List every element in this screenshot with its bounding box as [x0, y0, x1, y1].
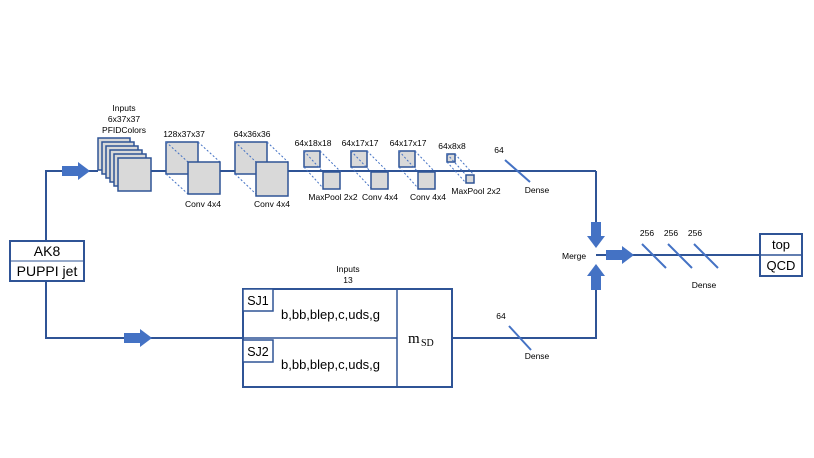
- subjet-1-features: b,bb,blep,c,uds,g: [281, 307, 380, 322]
- merge-label: Merge: [562, 251, 586, 261]
- cnn-layer-3-op: MaxPool 2x2: [308, 192, 357, 202]
- cnn-layer-4-op: Conv 4x4: [362, 192, 398, 202]
- feature-dense-label: Dense: [525, 351, 550, 361]
- features-to-merge-line: [452, 287, 597, 339]
- cnn-layer-2-dims: 64x36x36: [234, 129, 271, 139]
- cnn-layer-2-op: Conv 4x4: [254, 199, 290, 209]
- cnn-layer-1-dims: 128x37x37: [163, 129, 205, 139]
- subjet-2-features: b,bb,blep,c,uds,g: [281, 357, 380, 372]
- cnn-dense: 64 Dense: [494, 145, 549, 195]
- cnn-layer-5-op: Conv 4x4: [410, 192, 446, 202]
- cnn-layer-3: 64x18x18 MaxPool 2x2: [295, 138, 358, 202]
- cnn-layer-3-dims: 64x18x18: [295, 138, 332, 148]
- merge-down-arrow: [587, 222, 605, 248]
- jet-box-line1: AK8: [34, 243, 61, 259]
- image-input-title: Inputs: [112, 103, 135, 113]
- final-dense-size-2: 256: [664, 228, 678, 238]
- cnn-layer-1: 128x37x37 Conv 4x4: [163, 129, 221, 209]
- final-dense-slash-3: [693, 243, 719, 269]
- feature-input-title: Inputs: [336, 264, 359, 274]
- merge-up-arrow: [587, 264, 605, 290]
- jet-to-features-line: [45, 281, 243, 339]
- cnn-layer-6: 64x8x8 MaxPool 2x2: [438, 141, 501, 196]
- feature-dense-size: 64: [496, 311, 506, 321]
- image-input-dims: 6x37x37: [108, 114, 140, 124]
- feature-block: SJ1 b,bb,blep,c,uds,g SJ2 b,bb,blep,c,ud…: [242, 288, 453, 388]
- cnn-layer-6-dims: 64x8x8: [438, 141, 466, 151]
- feature-dense-slash: [508, 325, 532, 351]
- jet-box: AK8 PUPPI jet: [9, 240, 85, 282]
- image-input-stack: [97, 137, 152, 192]
- feature-input-arrow: [124, 329, 152, 347]
- cnn-layer-2: 64x36x36 Conv 4x4: [234, 129, 291, 209]
- arrows: [62, 162, 634, 347]
- output-top: top: [772, 237, 790, 252]
- feature-input-count: 13: [343, 275, 353, 285]
- jet-box-line2: PUPPI jet: [17, 263, 78, 279]
- cnn-layer-1-op: Conv 4x4: [185, 199, 221, 209]
- cnn-input-arrow: [62, 162, 90, 180]
- final-dense-label: Dense: [692, 280, 717, 290]
- cnn-layer-4: 64x17x17 Conv 4x4: [342, 138, 399, 202]
- cnn-layer-5-dims: 64x17x17: [390, 138, 427, 148]
- subjet-2-name: SJ2: [247, 345, 269, 359]
- output-box: top QCD: [759, 233, 803, 277]
- cnn-dense-slash: [504, 159, 531, 183]
- feature-dense: 64 Dense: [496, 311, 549, 361]
- final-dense-size-3: 256: [688, 228, 702, 238]
- cnn-layer-4-dims: 64x17x17: [342, 138, 379, 148]
- subjet-1-name: SJ1: [247, 294, 269, 308]
- final-dense-slash-1: [641, 243, 667, 269]
- final-dense-size-1: 256: [640, 228, 654, 238]
- cnn-layer-5: 64x17x17 Conv 4x4: [390, 138, 447, 202]
- output-qcd: QCD: [767, 258, 796, 273]
- image-input-name: PFIDColors: [102, 125, 146, 135]
- msd-main: m: [408, 331, 420, 347]
- msd-sub: SD: [421, 338, 434, 349]
- msd-cell: m SD: [408, 331, 434, 349]
- subjet-1-row: SJ1 b,bb,blep,c,uds,g: [242, 288, 380, 322]
- cnn-dense-size: 64: [494, 145, 504, 155]
- merge-out-arrow: [606, 246, 634, 264]
- jet-to-cnn-line: [45, 170, 98, 241]
- cnn-layer-6-op: MaxPool 2x2: [451, 186, 500, 196]
- subjet-2-row: SJ2 b,bb,blep,c,uds,g: [242, 339, 380, 372]
- final-dense: 256 256 256 Dense: [640, 228, 719, 290]
- final-dense-slash-2: [667, 243, 693, 269]
- cnn-dense-label: Dense: [525, 185, 550, 195]
